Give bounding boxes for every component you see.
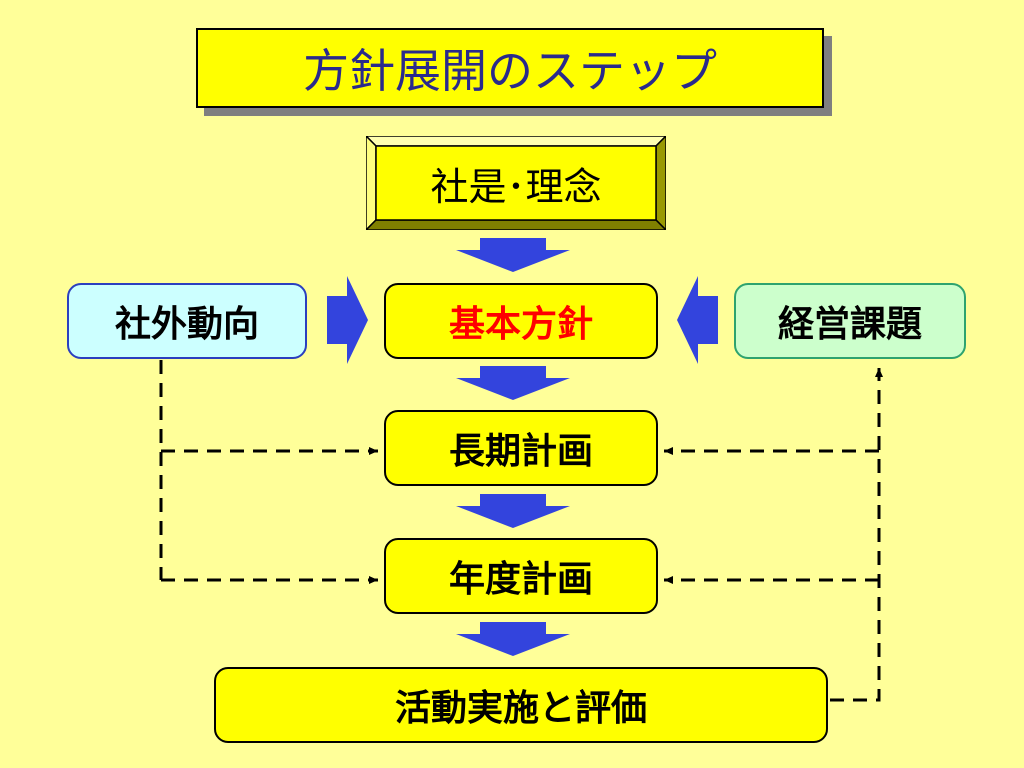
bevel-frame — [366, 136, 666, 230]
left-arrow — [677, 276, 718, 364]
external-connectors — [159, 360, 378, 584]
activity-evaluation-box: 活動実施と評価 — [214, 667, 828, 743]
management-issues-label: 経営課題 — [777, 304, 922, 345]
philosophy-box: 社是･理念 — [366, 136, 666, 230]
annual-plan-box: 年度計画 — [384, 538, 658, 614]
management-issues-box: 経営課題 — [734, 283, 966, 359]
issues-connectors — [664, 368, 883, 702]
long-term-plan-box: 長期計画 — [384, 410, 658, 486]
basic-policy-box: 基本方針 — [384, 283, 658, 359]
activity-evaluation-label: 活動実施と評価 — [394, 688, 647, 729]
annual-plan-label: 年度計画 — [448, 559, 593, 600]
philosophy-label: 社是･理念 — [430, 164, 602, 209]
basic-policy-label: 基本方針 — [448, 304, 593, 345]
external-trends-box: 社外動向 — [67, 283, 307, 359]
page-title: 方針展開のステップ — [196, 28, 824, 108]
long-term-plan-label: 長期計画 — [448, 431, 593, 472]
external-trends-label: 社外動向 — [114, 304, 259, 345]
down-arrow-1 — [456, 238, 570, 272]
right-arrow — [327, 276, 368, 364]
page-title-text: 方針展開のステップ — [303, 44, 717, 98]
down-arrow-4 — [456, 622, 570, 656]
down-arrow-3 — [456, 494, 570, 528]
down-arrow-2 — [456, 366, 570, 400]
